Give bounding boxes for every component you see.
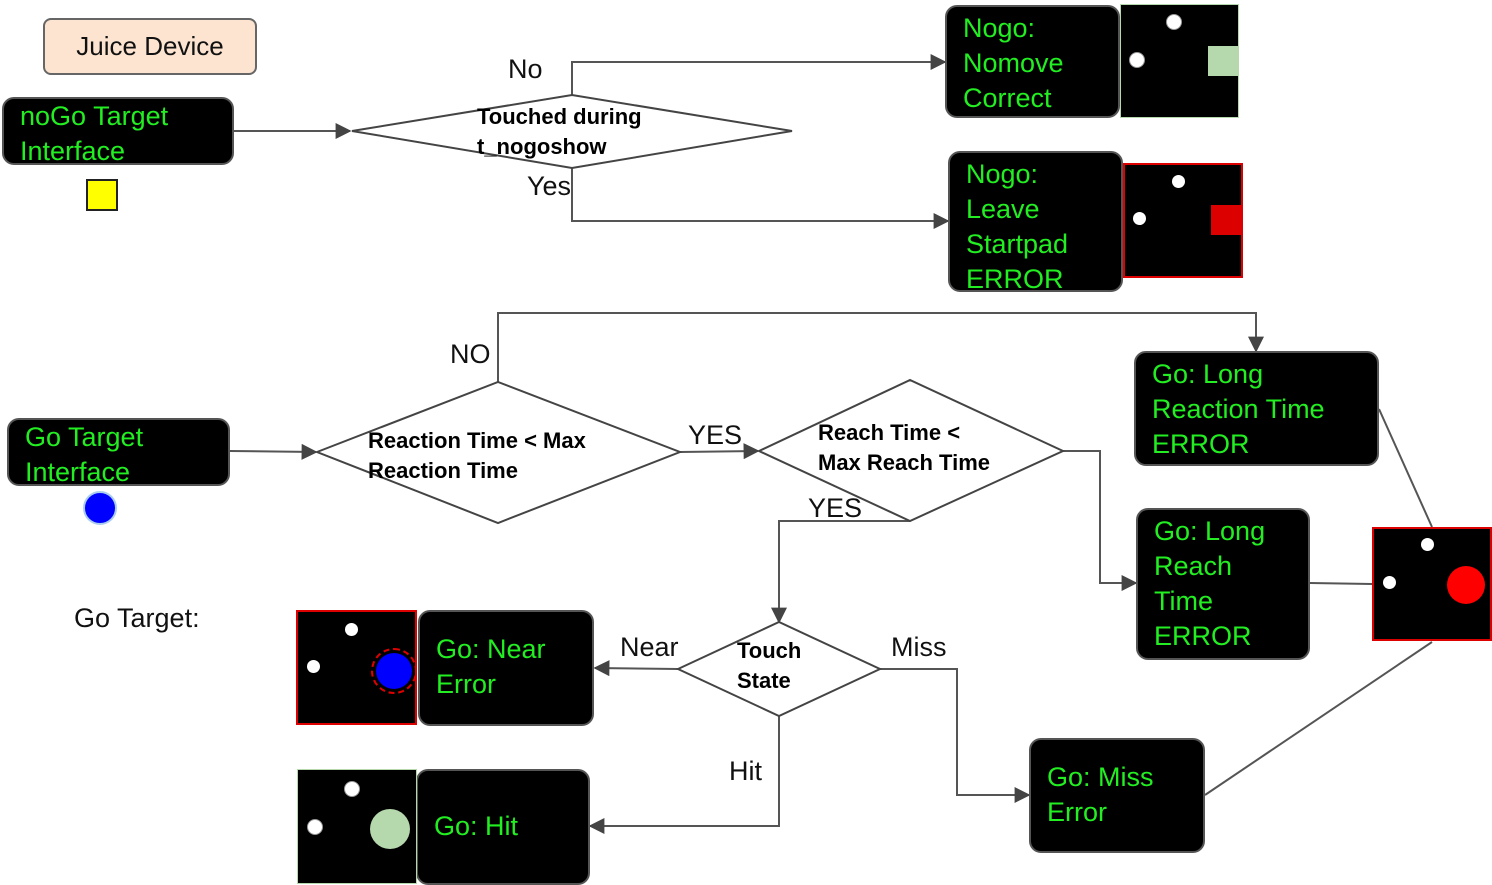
decision-reach-diamond [756, 378, 1066, 523]
label-yes: Yes [527, 171, 572, 201]
connector-near [593, 660, 679, 677]
nogo-error-screen [1123, 163, 1243, 278]
go-hit-box: Go: Hit [416, 769, 590, 885]
label-no: No [508, 54, 543, 84]
go-hit-screen [297, 769, 417, 884]
decision-reaction-text: Reaction Time < Max Reaction Time [368, 428, 586, 483]
connector-miss-to-panel [1204, 641, 1433, 796]
nogo-leave-startpad-error-box: Nogo: Leave Startpad ERROR [948, 151, 1123, 294]
decision-touched-text: Touched during t_nogoshow [477, 104, 642, 159]
label-near: Near [620, 632, 679, 662]
go-interface-box: Go Target Interface [7, 418, 230, 487]
startpad-dot-left [1383, 576, 1396, 589]
juice-device-box: Juice Device [43, 18, 257, 75]
nogo-target-red-square [1211, 205, 1241, 235]
label-go-target: Go Target: [74, 603, 200, 633]
connector-no-to-long-rt [497, 312, 1264, 382]
label-yes-reaction: YES [688, 420, 743, 450]
connector-yes-to-touch [771, 520, 910, 624]
go-long-reaction-time-error-box: Go: Long Reaction Time ERROR [1134, 351, 1379, 466]
juice-device-label: Juice Device [76, 31, 224, 61]
nogo-interface-box: noGo Target Interface [2, 97, 234, 166]
startpad-dot-top [1172, 175, 1185, 188]
connector-miss [880, 668, 1031, 803]
label-hit: Hit [729, 756, 762, 786]
connector-yes-to-leave [571, 168, 950, 229]
connector-hit [588, 716, 780, 834]
connector-no-to-nomove [571, 54, 947, 95]
startpad-dot-left [1129, 52, 1145, 68]
startpad-dot-left [1133, 212, 1146, 225]
connector-reach-to-long-reach [1063, 450, 1138, 591]
nogo-target-green-square [1208, 46, 1239, 76]
go-long-reach-time-error-box: Go: Long Reach Time ERROR [1136, 508, 1310, 660]
label-miss: Miss [891, 632, 947, 662]
startpad-dot-left [307, 660, 320, 673]
go-target-red-circle [1447, 566, 1485, 604]
decision-touch-state-diamond [675, 620, 883, 718]
go-marker-circle [83, 491, 117, 525]
decision-touched-diamond [351, 93, 793, 170]
go-miss-error-box: Go: Miss Error [1029, 738, 1205, 853]
startpad-dot-top [1166, 14, 1182, 30]
nogo-nomove-correct-box: Nogo: Nomove Correct [945, 5, 1120, 118]
decision-reach-text: Reach Time < Max Reach Time [818, 420, 991, 475]
go-target-green-circle [370, 809, 410, 849]
go-near-screen [296, 610, 417, 725]
go-target-near-ring [371, 648, 417, 694]
connector-yes-to-reach [679, 443, 760, 460]
go-near-error-box: Go: Near Error [418, 610, 594, 726]
startpad-dot-top [344, 781, 360, 797]
startpad-dot-top [1421, 538, 1434, 551]
startpad-dot-top [345, 623, 358, 636]
label-yes-reach: YES [808, 493, 863, 523]
nogo-marker-square [86, 179, 118, 211]
label-no-caps: NO [450, 339, 491, 369]
nogo-correct-screen [1120, 4, 1239, 118]
go-error-screen [1372, 527, 1492, 641]
connector-long-reach-to-panel [1309, 582, 1373, 585]
go-target-blue-circle [376, 653, 412, 689]
decision-touch-state-text: Touch State [737, 638, 802, 693]
decision-reaction-diamond [314, 380, 683, 525]
connector-long-rt-to-panel [1378, 408, 1433, 528]
startpad-dot-left [307, 819, 323, 835]
connector-go-to-reaction [229, 443, 318, 460]
